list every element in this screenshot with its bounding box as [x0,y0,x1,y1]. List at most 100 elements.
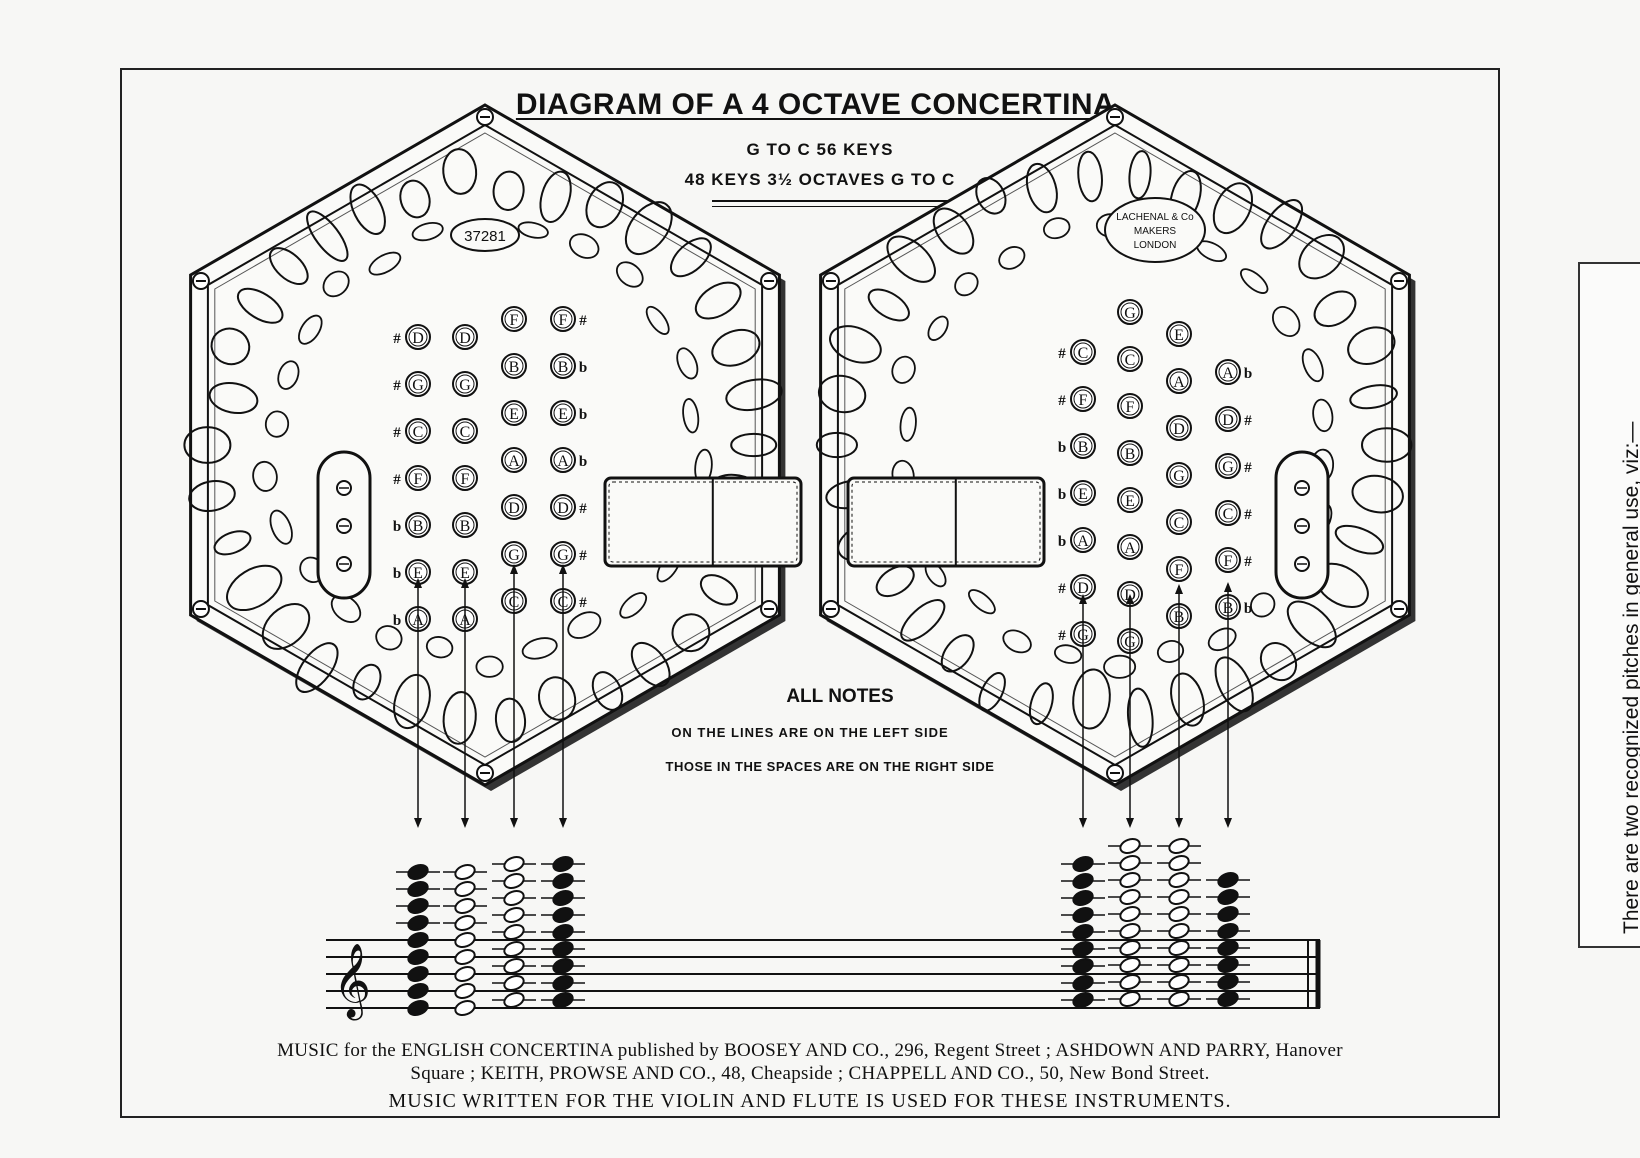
right-fretwork-hole [1002,629,1032,654]
left-fretwork-hole [730,432,778,458]
right-col1-note [1072,974,1094,992]
right-key-accidental: # [1058,581,1066,597]
right-key-ring [1073,483,1093,503]
right-fretwork-hole [1042,217,1071,240]
left-key-label: C [413,424,424,441]
right-key-accidental: b [1244,601,1252,617]
left-col3-note [503,889,525,907]
left-key-ring [504,497,524,517]
right-col4-note [1217,956,1239,974]
left-col1-note [407,863,429,881]
left-fretwork-hole [298,314,323,345]
left-key-accidental: # [393,472,401,488]
right-col2-note [1119,854,1141,872]
left-key [452,324,478,350]
right-key [1166,321,1192,347]
right-col2-note [1119,956,1141,974]
left-fretwork-hole [619,592,648,619]
left-fretwork-hole [368,251,402,276]
right-col4-note [1217,973,1239,991]
right-fretwork-hole [954,272,979,297]
left-fretwork-hole [539,170,572,223]
pointer-arrow-tail [1224,582,1232,592]
left-fretwork-hole [725,378,783,412]
left-fretwork-hole [494,697,527,743]
left-key-label: E [460,565,470,582]
right-key-ring [1218,409,1238,429]
right-key [1070,527,1096,553]
right-col3-note [1168,939,1190,957]
left-key-ring [455,327,475,347]
right-key [1215,359,1241,385]
right-col2-note [1119,922,1141,940]
left-fretwork-hole [295,642,339,693]
right-fretwork-hole [886,235,936,283]
footer-publishers-1: MUSIC for the ENGLISH CONCERTINA publish… [277,1040,1343,1061]
left-key-ring [504,356,524,376]
left-fretwork-hole [330,594,362,623]
right-col3-note [1168,922,1190,940]
right-col1-note [1072,991,1094,1009]
right-col4-note [1217,871,1239,889]
left-key [452,371,478,397]
left-key [501,447,527,473]
left-key [405,418,431,444]
left-fretwork-hole [375,625,403,651]
serial-number-oval [450,218,520,252]
right-key-ring [1120,490,1140,510]
left-col2-note [454,965,476,983]
right-key-ring [1169,371,1189,391]
right-key [1117,440,1143,466]
left-col1-note [407,931,429,949]
left-hex-outer [189,103,781,787]
side-note-box: There are two recognized pitches in gene… [1578,262,1640,948]
left-key-accidental: b [579,454,587,470]
pointer-arrow-head [559,818,567,828]
left-fretwork-hole [264,410,290,438]
right-key-ring [1169,559,1189,579]
right-hex-outer [819,103,1411,787]
pointer-arrow-head [510,818,518,828]
right-fretwork-hole [829,325,882,364]
right-key-label: F [1126,399,1135,416]
left-key [550,447,576,473]
left-col1-note [407,948,429,966]
left-fretwork-hole [591,671,624,711]
right-key-ring [1073,436,1093,456]
right-key-accidental: b [1244,366,1252,382]
left-fretwork-hole [624,201,673,255]
left-fretwork-hole [269,509,293,545]
left-fretwork-hole [699,574,739,606]
left-fretwork-hole [492,170,525,211]
left-key-accidental: b [393,519,401,535]
left-key-accidental: # [579,548,587,564]
left-key-label: B [558,359,569,376]
right-col4-note [1217,905,1239,923]
right-key [1166,556,1192,582]
right-col4-note [1217,922,1239,940]
maker-stamp-oval [1104,197,1206,263]
right-fretwork-hole [1170,672,1205,727]
right-key-ring [1120,302,1140,322]
left-hex-inner-line [214,132,756,758]
left-col2-note [454,931,476,949]
left-key [452,465,478,491]
right-key [1117,346,1143,372]
right-key-label: G [1173,468,1185,485]
left-key [405,324,431,350]
right-key-label: C [1174,515,1185,532]
left-col3-note [503,906,525,924]
right-col3-note [1168,956,1190,974]
right-key [1070,480,1096,506]
left-key [452,512,478,538]
left-key [550,400,576,426]
right-key-accidental: # [1244,460,1252,476]
left-key-ring [408,468,428,488]
left-key-label: G [459,377,471,394]
left-key-ring [553,497,573,517]
left-col1-note [407,914,429,932]
right-col1-note [1072,872,1094,890]
right-fretwork-hole [817,374,867,414]
right-fretwork-hole [1128,150,1152,200]
